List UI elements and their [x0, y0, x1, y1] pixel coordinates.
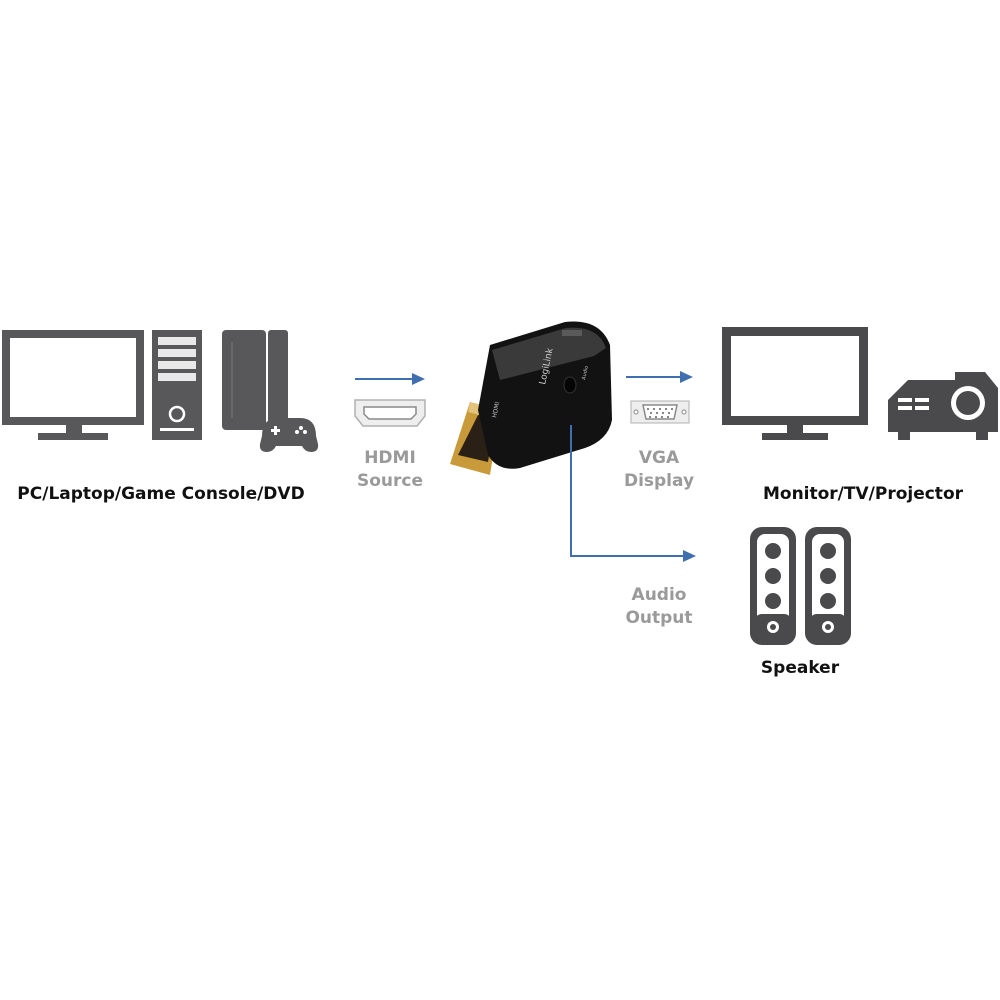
vga-display-line2: Display — [623, 471, 695, 491]
vga-arrow — [626, 371, 693, 383]
gamepad-icon — [259, 418, 319, 452]
vga-display-label: VGA Display — [609, 447, 709, 493]
audio-output-line2: Output — [625, 608, 693, 628]
display-devices-label: Monitor/TV/Projector — [762, 484, 964, 504]
pc-monitor-icon — [2, 330, 144, 440]
hdmi-port-icon — [354, 399, 426, 427]
adapter-hdmi-tag: HDMI — [491, 401, 501, 418]
game-console-icon — [222, 330, 288, 430]
projector-icon — [888, 372, 998, 440]
pc-tower-icon — [152, 330, 202, 440]
hdmi-source-line2: Source — [356, 471, 424, 491]
audio-output-line1: Audio — [631, 585, 687, 605]
audio-arrow — [570, 425, 696, 562]
speaker-right-icon — [805, 527, 851, 645]
hdmi-source-label: HDMI Source — [340, 447, 440, 493]
vga-port-icon — [630, 400, 690, 424]
audio-output-label: Audio Output — [609, 584, 709, 630]
speaker-left-icon — [750, 527, 796, 645]
hdmi-vga-adapter: LogiLink HDMI Audio — [450, 321, 612, 475]
hdmi-source-line1: HDMI — [364, 448, 416, 468]
vga-display-line1: VGA — [638, 448, 680, 468]
hdmi-arrow — [355, 373, 425, 385]
adapter-audio-tag: Audio — [581, 365, 590, 380]
tv-monitor-icon — [722, 327, 868, 440]
source-devices-label: PC/Laptop/Game Console/DVD — [17, 484, 305, 504]
speaker-label: Speaker — [760, 658, 840, 678]
